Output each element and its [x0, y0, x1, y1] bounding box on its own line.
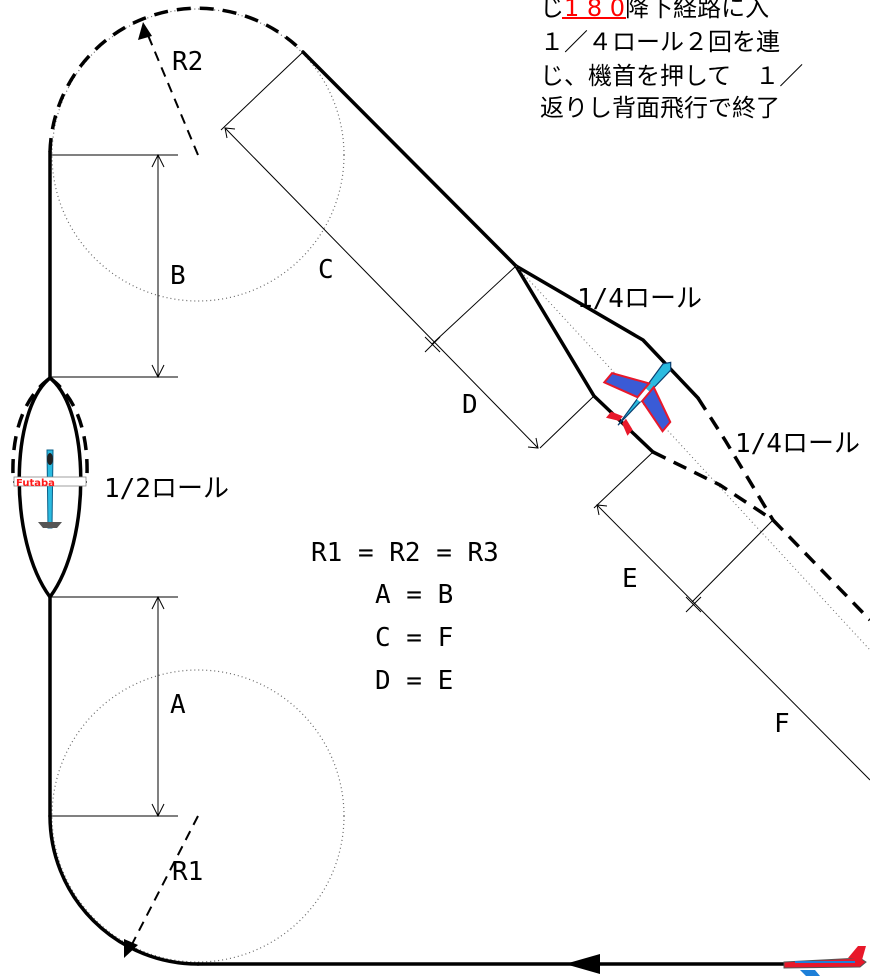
equation-d-e: D = E — [375, 666, 453, 696]
flight-path-top-loop — [48, 6, 305, 153]
label-f: F — [774, 709, 790, 739]
construction-circle-bottom — [51, 669, 345, 963]
label-d: D — [462, 390, 478, 420]
dimension-a — [50, 595, 178, 818]
equation-radii: R1 = R2 = R3 — [311, 538, 499, 568]
quarter-roll-outer-dash — [696, 397, 775, 521]
airplane-icon-quarter-roll — [602, 361, 672, 436]
dimension-b — [50, 153, 178, 379]
quarter-roll-inner-dash — [652, 450, 774, 522]
label-e: E — [622, 564, 638, 594]
equation-a-b: A = B — [375, 580, 453, 610]
instruction-line4: 返りし背面飛行で終了 — [540, 94, 780, 122]
svg-text:じ1 8 0降下経路に入: じ1 8 0降下経路に入 — [540, 0, 769, 22]
quarter-roll-outer-path — [514, 264, 700, 400]
airplane-icon-bottom — [783, 946, 867, 976]
label-half-roll: 1/2ロール — [104, 474, 229, 504]
flight-path-diagonal-upper — [301, 50, 518, 268]
instruction-line1-prefix: じ — [540, 0, 564, 22]
equation-c-f: C = F — [375, 623, 453, 653]
radius-r1 — [124, 815, 199, 958]
dimension-c-d — [220, 51, 595, 449]
label-quarter-roll-1: 1/4ロール — [577, 284, 702, 314]
flight-path-diagonal-lower-dash — [771, 518, 870, 622]
futaba-logo-text: Futaba — [16, 478, 55, 489]
label-r2: R2 — [172, 47, 203, 77]
instruction-line1-rest: 降下経路に入 — [625, 0, 769, 22]
instruction-highlight: 1 8 0 — [564, 0, 625, 22]
label-c: C — [318, 255, 334, 285]
radius-r2 — [138, 22, 199, 156]
half-roll-dash-right — [48, 376, 89, 476]
label-a: A — [170, 690, 186, 720]
dimension-e-f — [593, 451, 870, 781]
instruction-line2: １／４ロール２回を連 — [540, 28, 780, 56]
label-r1: R1 — [172, 857, 203, 887]
construction-circle-top — [51, 8, 345, 302]
instruction-line3: じ、機首を押して １／ — [540, 62, 803, 90]
label-quarter-roll-2: 1/4ロール — [735, 429, 860, 459]
airplane-icon-half-roll: Futaba — [13, 449, 87, 529]
instruction-text: じ1 8 0降下経路に入 １／４ロール２回を連 じ、機首を押して １／ 返りし背… — [540, 0, 803, 122]
flight-path-bottom-loop — [48, 814, 200, 966]
label-b: B — [170, 261, 186, 291]
direction-arrow-icon — [565, 954, 600, 974]
half-roll-dash-left — [11, 376, 52, 476]
